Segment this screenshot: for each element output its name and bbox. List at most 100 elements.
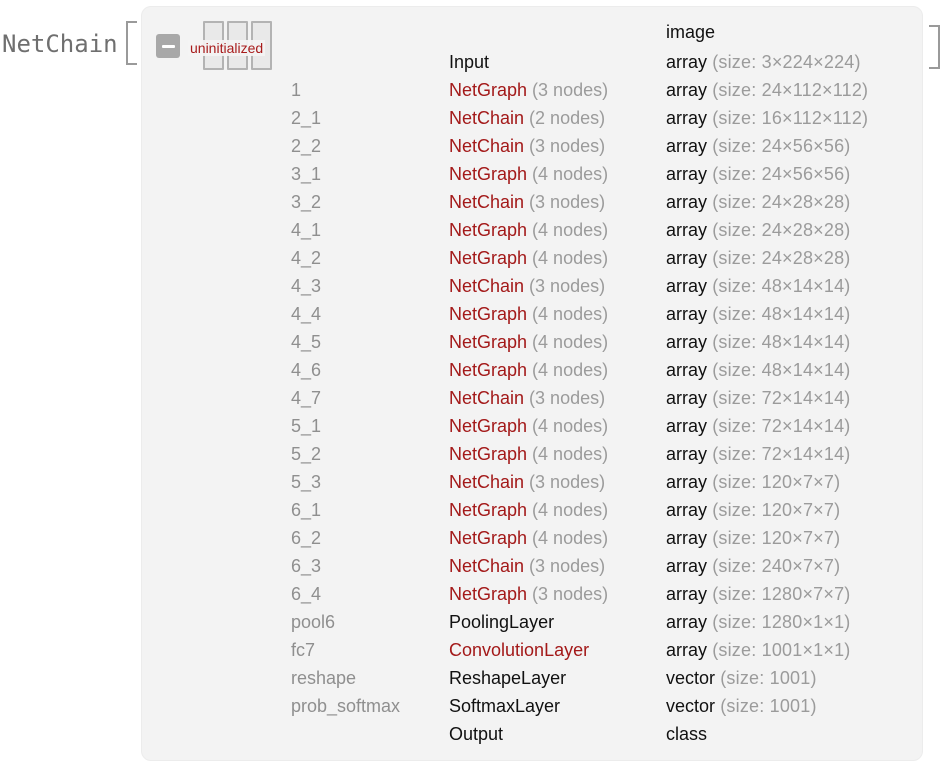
layer-name: 4_3 <box>291 276 322 296</box>
output-size: (size: 3×224×224) <box>707 52 861 72</box>
layer-name: fc7 <box>291 640 316 660</box>
layer-row: 3_2 NetChain (3 nodes) array (size: 24×28×… <box>142 188 922 216</box>
layer-name: prob_softmax <box>291 696 401 716</box>
layer-name: 4_7 <box>291 388 322 408</box>
layer-name: reshape <box>291 668 357 688</box>
output-kind: array <box>666 164 708 184</box>
output-kind: array <box>666 192 708 212</box>
output-size: (size: 1280×1×1) <box>707 612 851 632</box>
output-size: (size: 1001×1×1) <box>707 640 851 660</box>
output-kind: array <box>666 52 708 72</box>
status-badge: uninitialized <box>188 40 266 56</box>
output-size: (size: 1280×7×7) <box>707 584 851 604</box>
output-size: (size: 72×14×14) <box>707 388 851 408</box>
output-size: (size: 48×14×14) <box>707 304 851 324</box>
output-kind: array <box>666 556 708 576</box>
layer-name: 6_1 <box>291 500 322 520</box>
layer-type: NetChain <box>449 388 525 408</box>
layer-type: NetGraph <box>449 332 528 352</box>
output-kind: array <box>666 640 708 660</box>
layer-name: 4_2 <box>291 248 322 268</box>
layer-type-detail: (4 nodes) <box>527 416 609 436</box>
layer-name: 2_1 <box>291 108 322 128</box>
output-kind: array <box>666 108 708 128</box>
layer-type-detail: (3 nodes) <box>524 472 606 492</box>
layer-type-detail: (4 nodes) <box>527 220 609 240</box>
output-size: (size: 72×14×14) <box>707 444 851 464</box>
output-kind: array <box>666 80 708 100</box>
layer-name: 6_4 <box>291 584 322 604</box>
output-kind: class <box>666 724 708 744</box>
output-kind: array <box>666 304 708 324</box>
output-size: (size: 16×112×112) <box>707 108 869 128</box>
layer-type: NetGraph <box>449 360 528 380</box>
output-size: (size: 24×28×28) <box>707 248 851 268</box>
function-name: NetChain <box>2 30 118 58</box>
layer-row: 5_1 NetGraph (4 nodes) array (size: 72×14×… <box>142 412 922 440</box>
output-size: (size: 1001) <box>715 696 817 716</box>
layer-type: NetChain <box>449 276 525 296</box>
top-port-type: image <box>666 22 716 42</box>
layer-name: 5_2 <box>291 444 322 464</box>
layer-type: NetChain <box>449 192 525 212</box>
output-size: (size: 120×7×7) <box>707 528 841 548</box>
collapse-button[interactable] <box>156 34 180 58</box>
layer-type: NetGraph <box>449 164 528 184</box>
output-kind: array <box>666 276 708 296</box>
layer-type: NetChain <box>449 556 525 576</box>
layer-type: NetGraph <box>449 584 528 604</box>
output-size: (size: 1001) <box>715 668 817 688</box>
layer-type: NetChain <box>449 108 525 128</box>
layer-type: ReshapeLayer <box>449 668 567 688</box>
output-kind: array <box>666 500 708 520</box>
output-size: (size: 240×7×7) <box>707 556 841 576</box>
layer-name: 3_2 <box>291 192 322 212</box>
layer-type: NetGraph <box>449 416 528 436</box>
layer-type: Output <box>449 724 504 744</box>
output-size: (size: 120×7×7) <box>707 472 841 492</box>
output-kind: array <box>666 444 708 464</box>
layer-type-detail: (4 nodes) <box>527 500 609 520</box>
layer-type: PoolingLayer <box>449 612 555 632</box>
layer-type-detail: (3 nodes) <box>524 556 606 576</box>
output-kind: array <box>666 612 708 632</box>
layer-type: NetGraph <box>449 80 528 100</box>
output-kind: array <box>666 584 708 604</box>
layer-type: ConvolutionLayer <box>449 640 590 660</box>
output-kind: array <box>666 136 708 156</box>
output-size: (size: 48×14×14) <box>707 276 851 296</box>
output-kind: array <box>666 472 708 492</box>
layer-name: 4_6 <box>291 360 322 380</box>
layer-type-detail: (2 nodes) <box>524 108 606 128</box>
output-size: (size: 72×14×14) <box>707 416 851 436</box>
layer-name: 1 <box>291 80 302 100</box>
layer-type: NetGraph <box>449 500 528 520</box>
layer-type-detail: (3 nodes) <box>524 136 606 156</box>
output-size: (size: 24×28×28) <box>707 192 851 212</box>
layer-type-detail: (3 nodes) <box>524 192 606 212</box>
layer-type: NetGraph <box>449 528 528 548</box>
minus-icon <box>161 44 175 48</box>
output-kind: array <box>666 416 708 436</box>
layer-name: 6_2 <box>291 528 322 548</box>
layer-type-detail: (4 nodes) <box>527 360 609 380</box>
layer-row: fc7 ConvolutionLayer array (size: 1001×1×1… <box>142 636 922 664</box>
layer-name: 5_1 <box>291 416 322 436</box>
output-kind: array <box>666 220 708 240</box>
output-size: (size: 48×14×14) <box>707 360 851 380</box>
